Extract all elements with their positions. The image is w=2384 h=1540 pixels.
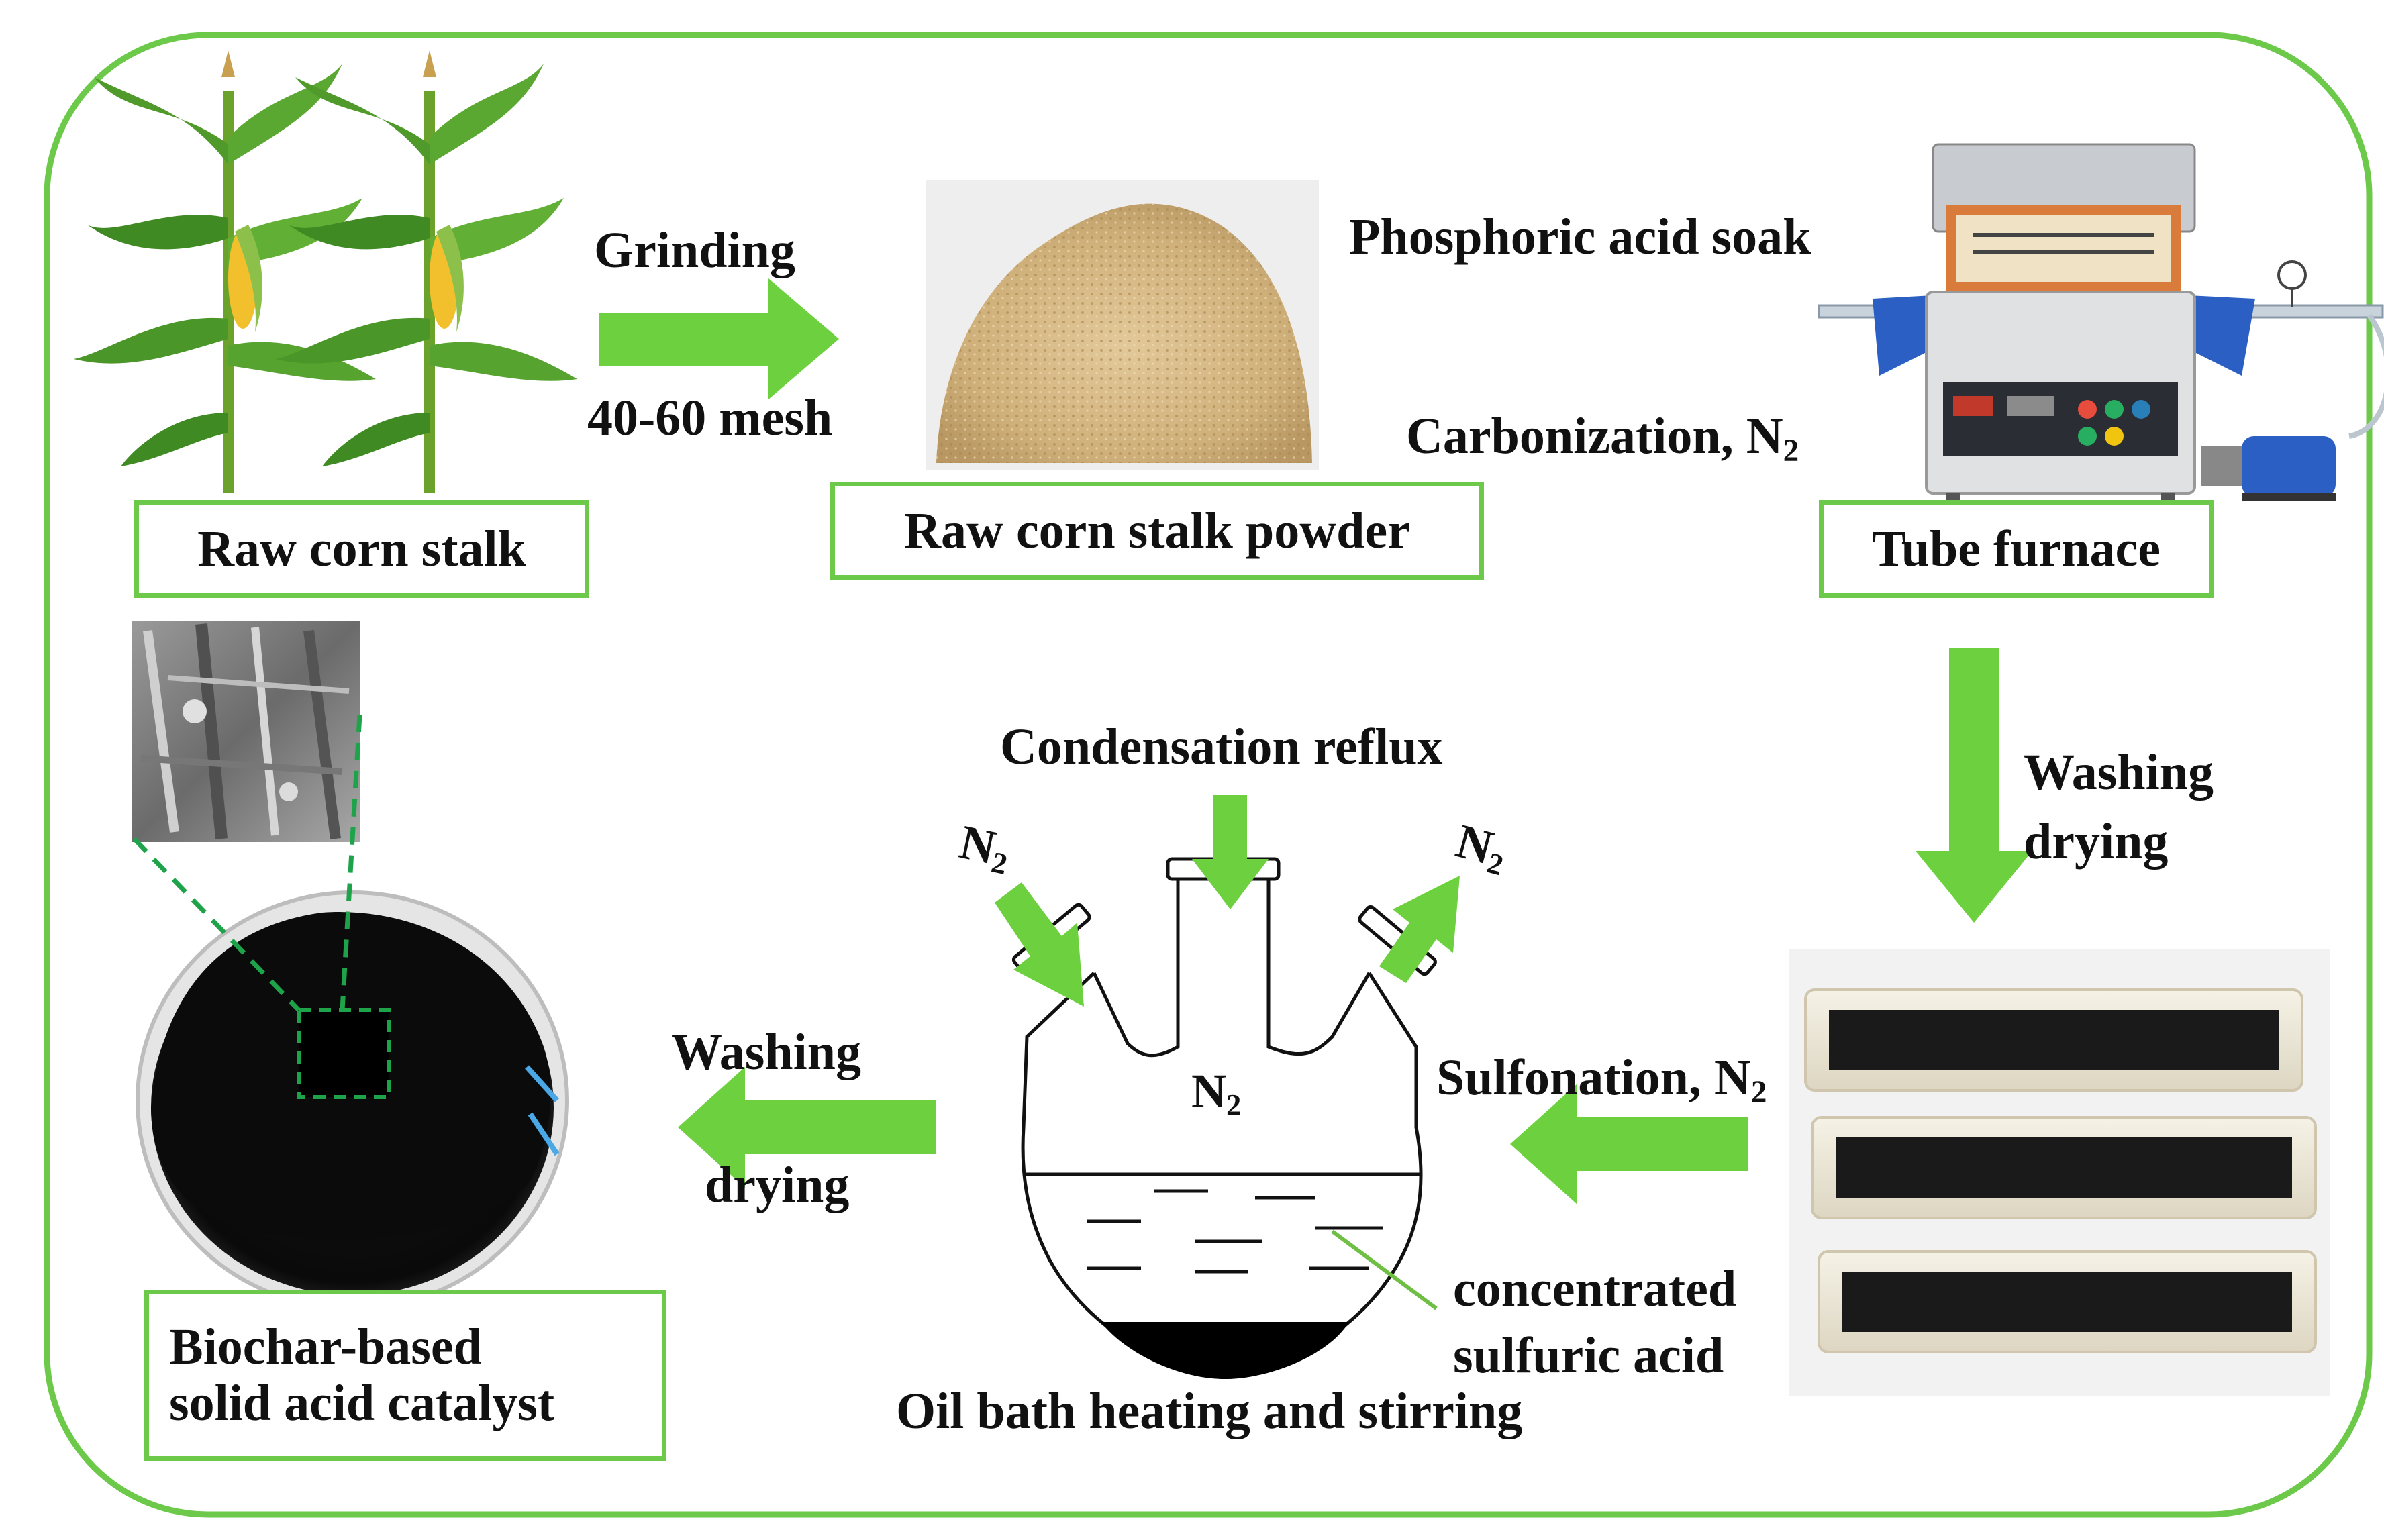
arrow-washing-drying-left [678, 1067, 936, 1188]
zoom-line-left [132, 837, 301, 1012]
step-acid-line1: concentrated [1453, 1261, 1737, 1317]
step-washing-drying-right: Washing drying [2024, 738, 2214, 876]
step-oil-bath: Oil bath heating and stirring [896, 1383, 1523, 1439]
step-phosphoric: Phosphoric acid soak [1349, 209, 1811, 265]
step-drying-right: drying [2024, 813, 2169, 870]
tube-furnace-icon [1818, 143, 2384, 507]
label-raw-corn-stalk: Raw corn stalk [134, 500, 589, 598]
step-carbonization-text: Carbonization, N [1406, 408, 1783, 464]
sem-image-icon [132, 621, 360, 842]
step-condensation: Condensation reflux [1000, 719, 1443, 775]
boat-crucible-icon [1789, 949, 2330, 1396]
arrow-sulfonation [1510, 1084, 1748, 1204]
flask-n2-center-label: N2 [1191, 1067, 1241, 1120]
label-raw-corn-stalk-powder: Raw corn stalk powder [830, 482, 1484, 580]
step-acid-line2: sulfuric acid [1453, 1327, 1724, 1384]
step-mesh: 40-60 mesh [587, 390, 833, 446]
label-catalyst: Biochar-based solid acid catalyst [144, 1290, 666, 1461]
flask-sediment [1101, 1322, 1349, 1379]
step-carbonization-sub: 2 [1783, 433, 1799, 468]
arrow-grinding [599, 278, 839, 399]
step-sulfonation-sub: 2 [1750, 1074, 1767, 1110]
label-tube-furnace-text: Tube furnace [1871, 520, 2161, 577]
label-catalyst-line1: Biochar-based [169, 1318, 482, 1375]
step-washing-left: Washing [671, 1024, 862, 1080]
label-catalyst-line2: solid acid catalyst [169, 1374, 555, 1431]
label-raw-corn-stalk-text: Raw corn stalk [197, 520, 526, 577]
outer-frame [44, 32, 2373, 1518]
step-carbonization: Carbonization, N2 [1406, 411, 1799, 467]
step-acid: concentrated sulfuric acid [1453, 1256, 1736, 1389]
flask-n2-center-sub: 2 [1226, 1088, 1242, 1122]
corn-plant-icon [74, 50, 577, 493]
arrow-n2-in [995, 882, 1084, 1007]
petri-dish-icon [136, 890, 569, 1311]
step-washing-right: Washing [2024, 744, 2214, 801]
zoom-line-right [340, 714, 362, 1011]
step-drying-left: drying [705, 1157, 850, 1213]
step-grinding: Grinding [594, 222, 795, 278]
flask-n2-center-text: N [1191, 1064, 1226, 1118]
label-raw-corn-stalk-powder-text: Raw corn stalk powder [904, 502, 1410, 559]
step-sulfonation: Sulfonation, N2 [1436, 1052, 1767, 1109]
arrow-n2-out [1379, 876, 1460, 983]
step-sulfonation-text: Sulfonation, N [1436, 1049, 1751, 1106]
arrow-condensation [1192, 795, 1269, 909]
label-tube-furnace: Tube furnace [1819, 500, 2214, 598]
arrow-washing-drying-down [1916, 648, 2032, 923]
powder-pile-icon [926, 180, 1319, 470]
